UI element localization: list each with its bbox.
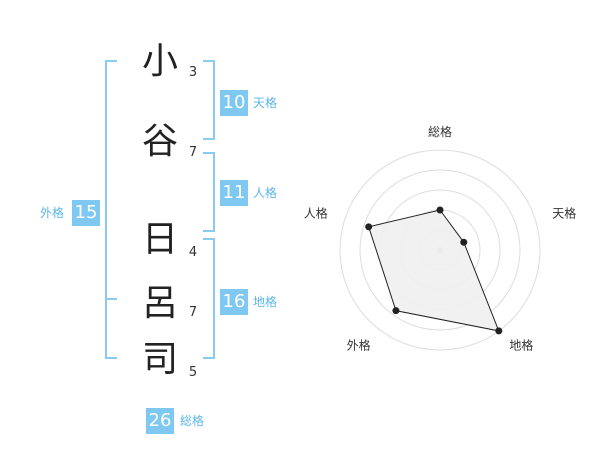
radar-data-points — [365, 206, 503, 335]
stroke-count-4: 7 — [188, 305, 198, 320]
given-char-3: 司 — [141, 339, 178, 380]
radar-point-4 — [392, 307, 400, 315]
jinkaku-label: 人格 — [253, 186, 278, 200]
chikaku-bracket — [203, 238, 215, 359]
chikaku-label: 地格 — [253, 295, 278, 309]
radar-point-3 — [495, 327, 503, 335]
given-char-1: 日 — [141, 219, 178, 260]
stroke-count-1: 3 — [188, 65, 198, 80]
jinkaku-value-badge: 11 — [220, 180, 248, 206]
radar-ring — [359, 169, 521, 331]
radar-axis-label-5: 人格 — [304, 206, 328, 221]
radar-axis-label-2: 天格 — [552, 206, 576, 221]
surname-char-2: 谷 — [141, 121, 178, 162]
radar-data-polygon — [368, 209, 500, 332]
radar-point-2 — [460, 238, 468, 246]
radar-point-5 — [365, 223, 373, 231]
stroke-count-2: 7 — [188, 145, 198, 160]
gaikaku-label: 外格 — [40, 206, 65, 220]
gaikaku-bracket — [105, 60, 117, 359]
radar-ring — [339, 149, 541, 351]
radar-axis-label-3: 地格 — [509, 337, 533, 352]
given-char-2: 呂 — [141, 283, 178, 324]
gaikaku-divider-tick — [105, 298, 117, 300]
chikaku-value-badge: 16 — [220, 289, 248, 315]
gaikaku-value-badge: 15 — [72, 200, 100, 226]
soukaku-label: 総格 — [180, 414, 205, 428]
surname-char-1: 小 — [141, 41, 178, 82]
stroke-count-3: 4 — [188, 245, 198, 260]
tenkaku-label: 天格 — [253, 96, 278, 110]
tenkaku-bracket — [203, 60, 215, 140]
soukaku-value-badge: 26 — [146, 408, 174, 434]
radar-point-1 — [436, 206, 444, 214]
radar-axis-label-4: 外格 — [347, 337, 371, 352]
tenkaku-value-badge: 10 — [220, 90, 248, 116]
jinkaku-bracket — [203, 152, 215, 232]
stroke-count-5: 5 — [188, 365, 198, 380]
radar-axis-label-1: 総格 — [428, 124, 452, 139]
